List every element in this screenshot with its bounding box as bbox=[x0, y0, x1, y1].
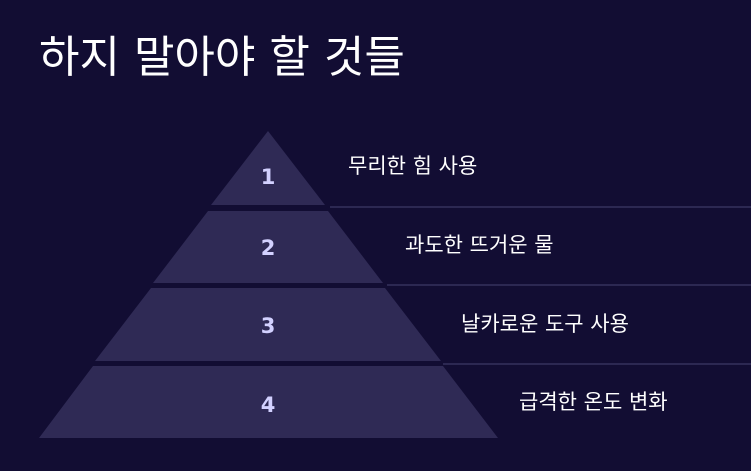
level-label-3: 날카로운 도구 사용 bbox=[461, 312, 629, 336]
pyramid-layer-2 bbox=[153, 211, 383, 283]
pyramid-layer-3 bbox=[95, 288, 441, 361]
level-number-3: 3 bbox=[261, 314, 276, 338]
level-label-1: 무리한 힘 사용 bbox=[348, 154, 478, 178]
pyramid-layer-4 bbox=[39, 366, 498, 438]
page-title: 하지 말아야 할 것들 bbox=[39, 32, 405, 83]
level-number-4: 4 bbox=[261, 393, 276, 417]
level-label-2: 과도한 뜨거운 물 bbox=[405, 233, 554, 257]
level-number-1: 1 bbox=[261, 165, 276, 189]
level-label-4: 급격한 온도 변화 bbox=[519, 390, 668, 414]
pyramid-layer-1 bbox=[211, 131, 325, 205]
level-number-2: 2 bbox=[261, 236, 276, 260]
